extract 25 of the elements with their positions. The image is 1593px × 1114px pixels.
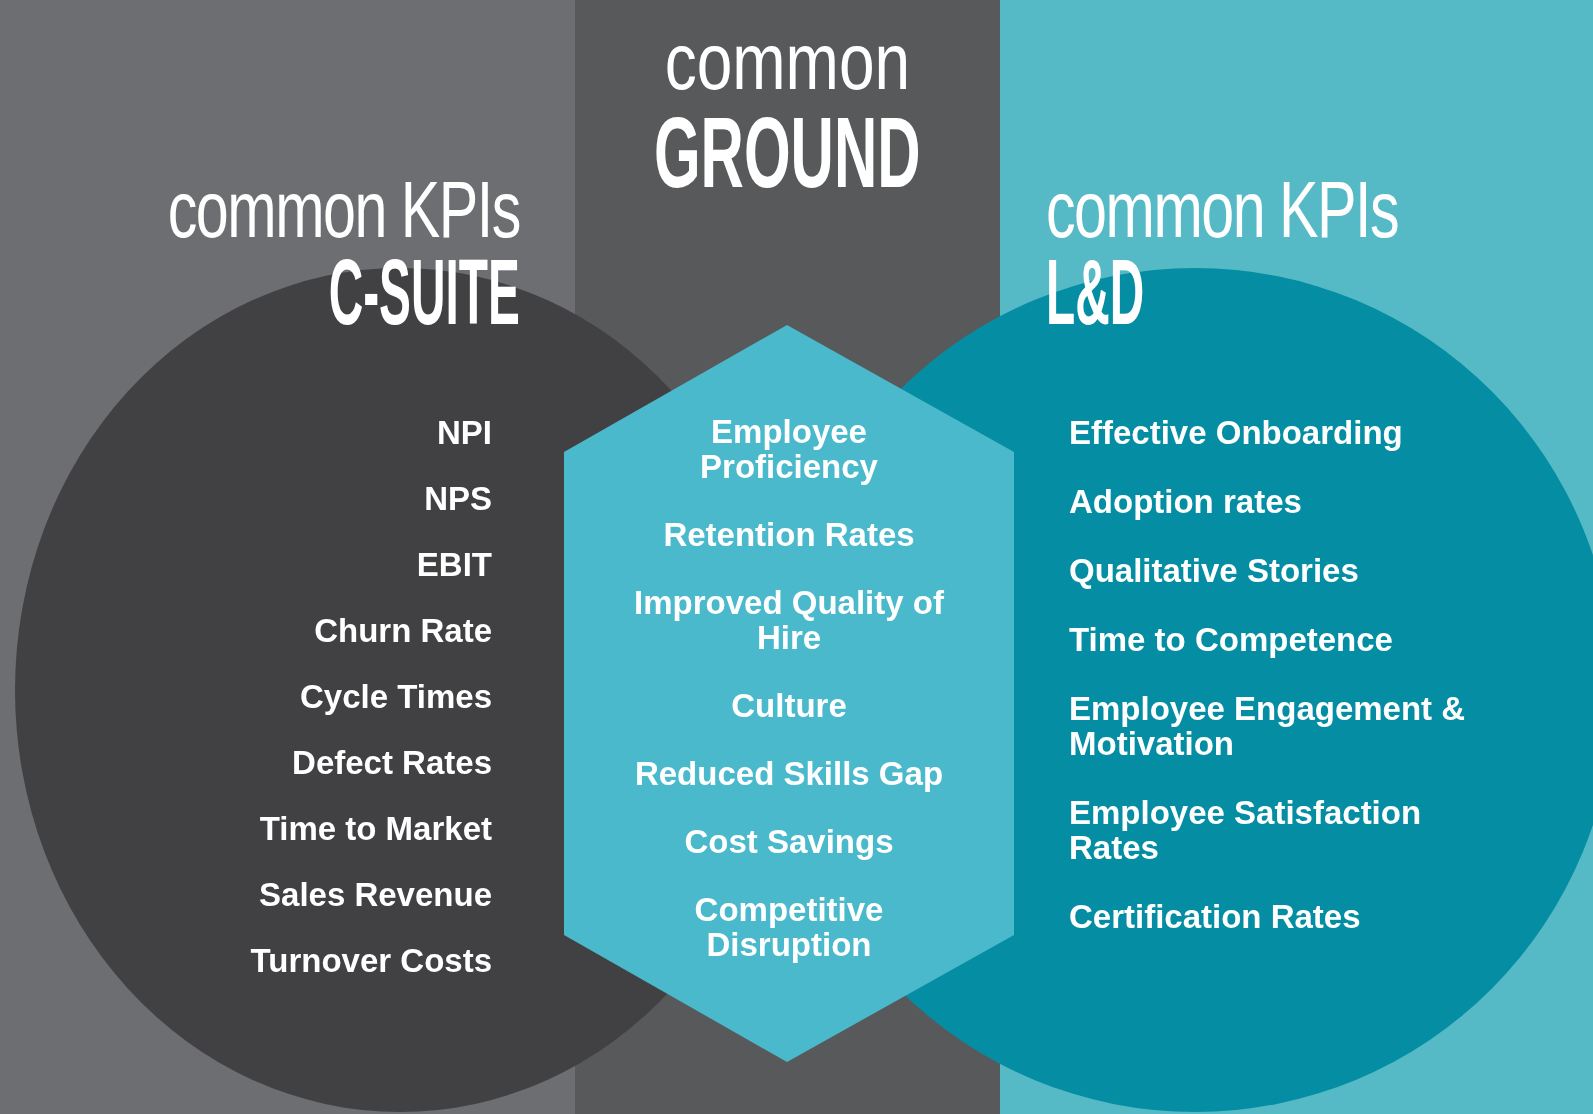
kpi-item: Churn Rate: [313, 613, 492, 649]
kpi-item: Adoption rates: [1069, 484, 1303, 520]
kpi-item: EBIT: [415, 547, 492, 583]
kpi-item: Reduced Skills Gap: [633, 756, 945, 792]
kpi-item: Competitive Disruption: [693, 892, 885, 963]
heading-text: common: [664, 22, 911, 102]
kpi-item: Effective Onboarding: [1069, 416, 1404, 451]
kpi-item: Cycle Times: [299, 679, 492, 715]
kpi-item: Turnover Costs: [249, 943, 492, 979]
kpi-item: Employee Satisfaction Rates: [1069, 795, 1423, 866]
kpi-item: Sales Revenue: [258, 877, 492, 913]
kpi-item: Employee Engagement & Motivation: [1069, 691, 1467, 762]
kpi-item: Time to Competence: [1069, 622, 1394, 658]
kpi-item: NPI: [436, 416, 492, 451]
kpi-item: Retention Rates: [662, 517, 916, 553]
kpi-item: Cost Savings: [683, 824, 895, 860]
kpi-item: Certification Rates: [1069, 899, 1362, 935]
heading-text: GROUND: [654, 102, 921, 202]
kpi-item: Qualitative Stories: [1069, 553, 1360, 589]
kpi-item: Culture: [730, 688, 848, 724]
kpi-item: Improved Quality of Hire: [633, 585, 945, 656]
kpi-item: Time to Market: [258, 811, 492, 847]
kpi-item: Defect Rates: [291, 745, 492, 781]
kpi-item: NPS: [423, 481, 492, 517]
kpi-item: Employee Proficiency: [699, 415, 879, 485]
